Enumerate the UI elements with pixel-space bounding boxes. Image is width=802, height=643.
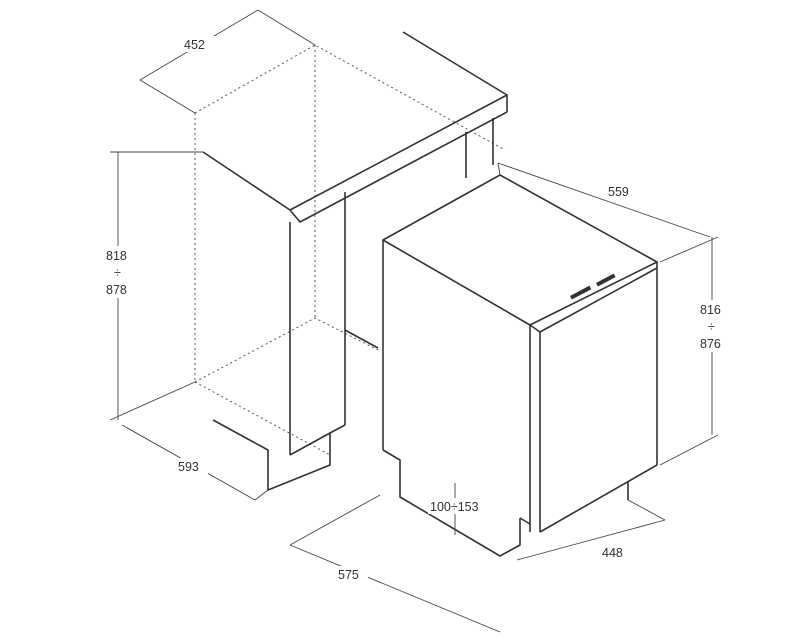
countertop — [289, 31, 508, 223]
door-open-depth-label: 575 — [338, 568, 359, 582]
niche-height-max-label: 878 — [106, 283, 127, 297]
dimension-lines — [109, 9, 719, 633]
appliance-height-max-label: 876 — [700, 337, 721, 351]
niche-height-sep-label: ÷ — [114, 266, 121, 280]
plinth-height-label: 100÷153 — [430, 500, 479, 514]
dishwasher — [382, 174, 658, 557]
niche-width-label: 593 — [178, 460, 199, 474]
niche-outline — [194, 44, 506, 456]
appliance-depth-label: 559 — [608, 185, 629, 199]
appliance-height-sep-label: ÷ — [708, 320, 715, 334]
niche-depth-label: 452 — [184, 38, 205, 52]
cabinet-side-panel — [202, 151, 379, 491]
control-panel-buttons — [569, 273, 616, 300]
appliance-height-min-label: 816 — [700, 303, 721, 317]
niche-height-min-label: 818 — [106, 249, 127, 263]
appliance-width-label: 448 — [602, 546, 623, 560]
